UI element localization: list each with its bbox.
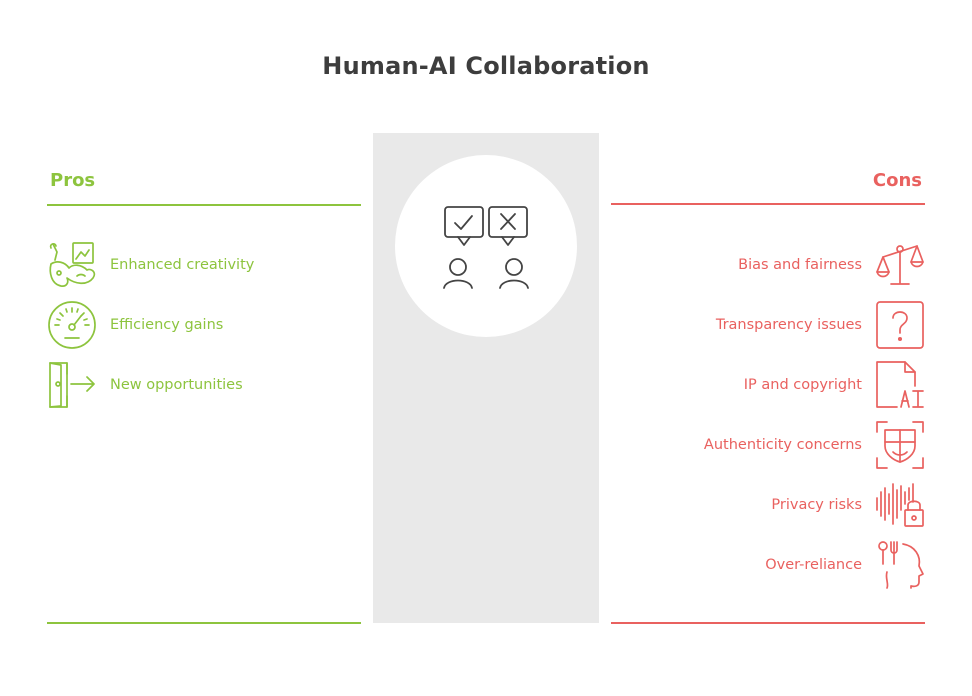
pros-item-label: Enhanced creativity — [110, 257, 255, 273]
pros-bottom-rule — [47, 622, 361, 624]
scales-icon — [875, 240, 925, 290]
speedometer-icon — [47, 300, 97, 350]
cons-heading: Cons — [872, 170, 922, 191]
cons-item-label: Privacy risks — [771, 497, 862, 513]
audio-lock-icon — [875, 480, 925, 530]
creativity-icon — [47, 240, 97, 290]
head-tools-icon — [875, 540, 925, 590]
shield-scan-icon — [875, 420, 925, 470]
cons-item-label: Transparency issues — [715, 317, 862, 333]
pros-item-label: Efficiency gains — [110, 317, 224, 333]
cons-item-label: IP and copyright — [743, 377, 862, 393]
question-box-icon — [875, 300, 925, 350]
ai-document-icon — [875, 360, 925, 410]
pros-top-rule — [47, 204, 361, 206]
pros-item-label: New opportunities — [110, 377, 243, 393]
cons-bottom-rule — [611, 622, 925, 624]
people-approve-reject-icon — [440, 202, 532, 294]
door-exit-icon — [47, 360, 97, 410]
cons-item-label: Bias and fairness — [738, 257, 862, 273]
cons-item-label: Over-reliance — [765, 557, 862, 573]
cons-item-label: Authenticity concerns — [703, 437, 862, 453]
pros-heading: Pros — [50, 170, 96, 191]
center-circle — [395, 155, 577, 337]
page-title: Human-AI Collaboration — [322, 52, 650, 80]
cons-top-rule — [611, 203, 925, 205]
